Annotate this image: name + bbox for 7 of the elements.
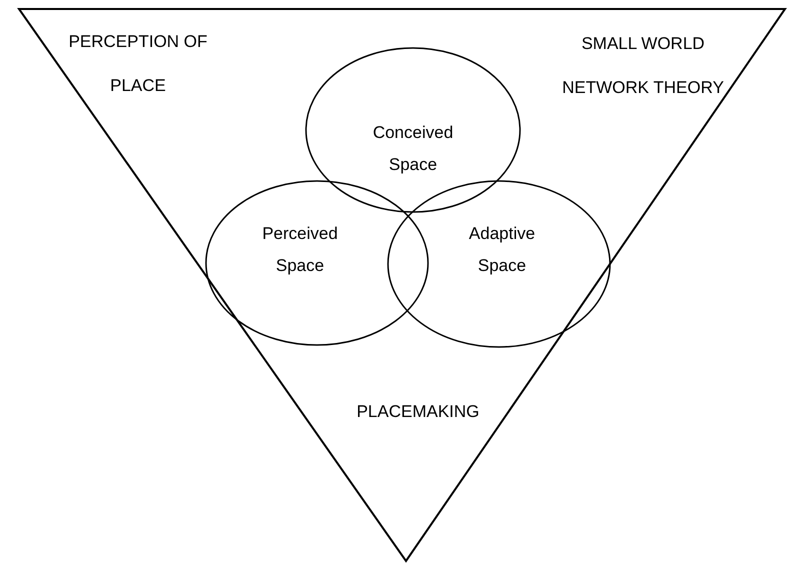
theory-label: PLACEMAKING bbox=[356, 401, 480, 423]
inverted-triangle bbox=[18, 8, 787, 563]
space-label: Perceived Space bbox=[261, 223, 339, 277]
theory-label: SMALL WORLD NETWORK THEORY bbox=[561, 33, 725, 99]
space-label: Adaptive Space bbox=[468, 223, 536, 277]
space-label: Conceived Space bbox=[372, 122, 454, 176]
theory-label: PERCEPTION OF PLACE bbox=[68, 31, 208, 97]
